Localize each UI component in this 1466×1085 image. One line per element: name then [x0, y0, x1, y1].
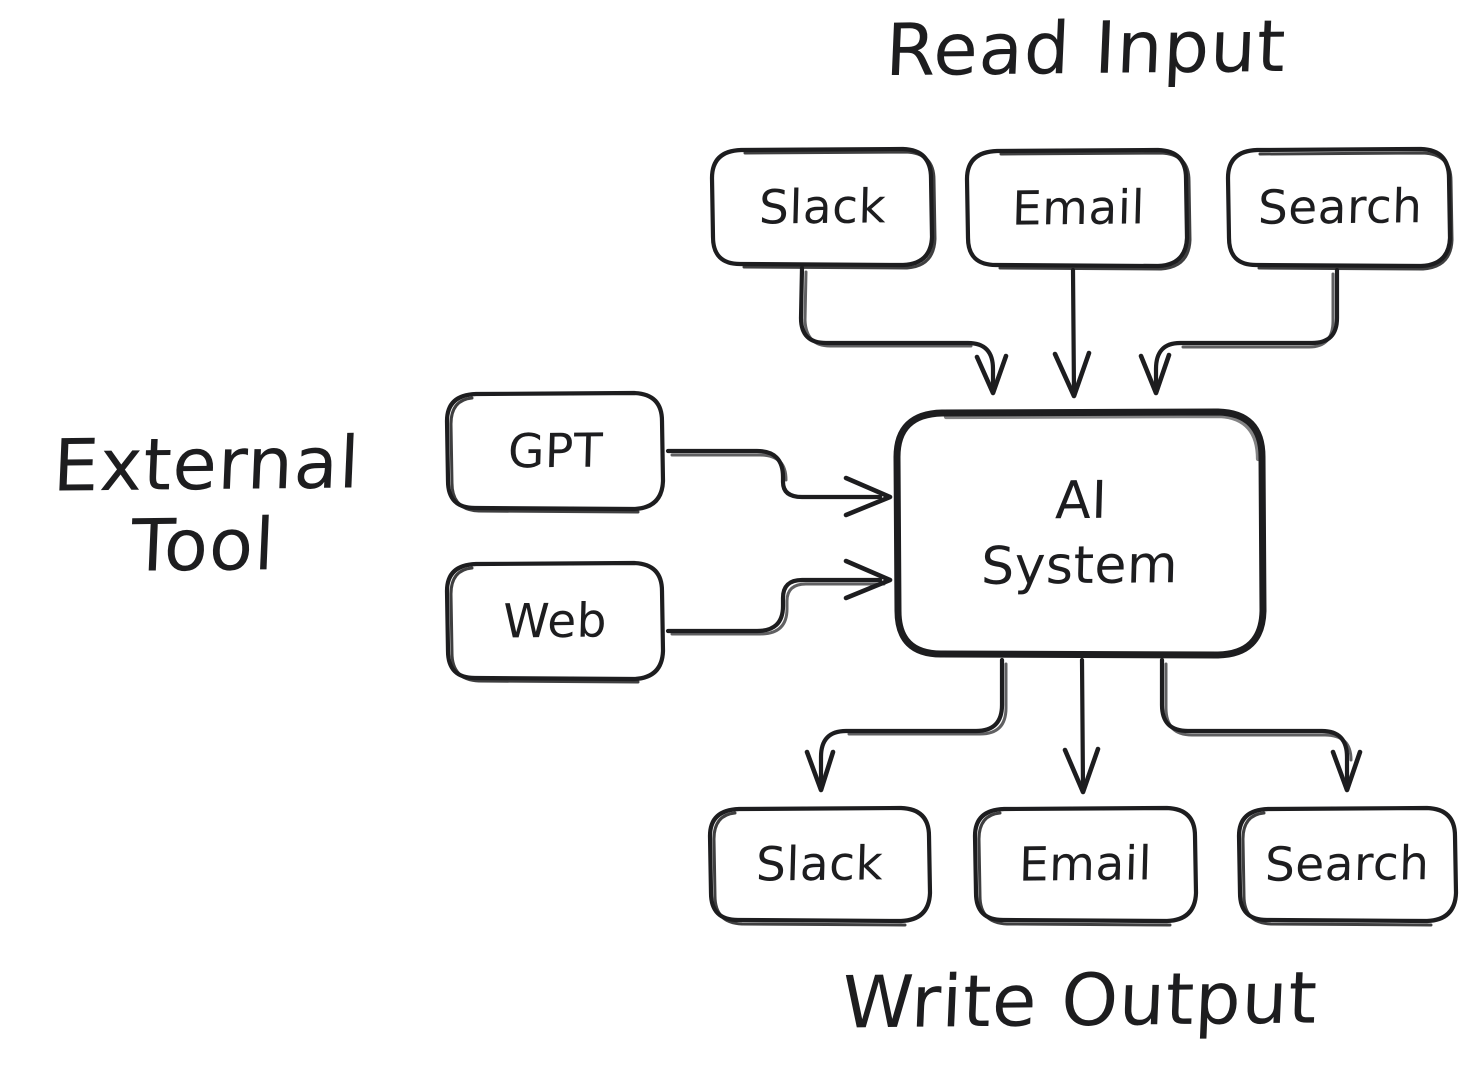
node-output-search[interactable]: Search: [1239, 808, 1456, 921]
section-title-write-output: Write Output: [840, 955, 1320, 1045]
section-title-read-input: Read Input: [884, 3, 1288, 93]
node-output-slack-label: Slack: [755, 836, 885, 893]
section-title-external-tool: External Tool: [51, 420, 362, 588]
node-tool-gpt-label: GPT: [506, 423, 604, 480]
node-input-email-label: Email: [1010, 180, 1146, 237]
node-output-search-label: Search: [1264, 836, 1431, 893]
node-input-search-label: Search: [1257, 179, 1423, 237]
node-input-email[interactable]: Email: [967, 150, 1189, 268]
edge-gpt-to-ai: [665, 448, 893, 518]
edge-ai-to-output-slack: [804, 657, 1008, 793]
node-tool-web[interactable]: Web: [447, 563, 663, 681]
edge-input-slack-to-ai: [798, 265, 1009, 396]
node-tool-web-label: Web: [502, 593, 608, 650]
edge-input-email-to-ai: [1052, 267, 1092, 399]
edge-web-to-ai: [665, 558, 893, 636]
node-input-slack[interactable]: Slack: [712, 149, 934, 267]
node-input-slack-label: Slack: [758, 179, 888, 236]
edge-ai-to-output-email: [1062, 657, 1101, 795]
node-output-email[interactable]: Email: [975, 808, 1196, 921]
node-output-email-label: Email: [1018, 836, 1153, 893]
node-output-slack[interactable]: Slack: [710, 808, 930, 921]
node-input-search[interactable]: Search: [1228, 149, 1452, 267]
edge-input-search-to-ai: [1138, 267, 1340, 396]
node-ai-system[interactable]: AI System: [897, 412, 1263, 655]
node-tool-gpt[interactable]: GPT: [447, 393, 663, 511]
node-ai-system-label: AI System: [979, 470, 1179, 597]
edge-ai-to-output-search: [1159, 657, 1363, 793]
